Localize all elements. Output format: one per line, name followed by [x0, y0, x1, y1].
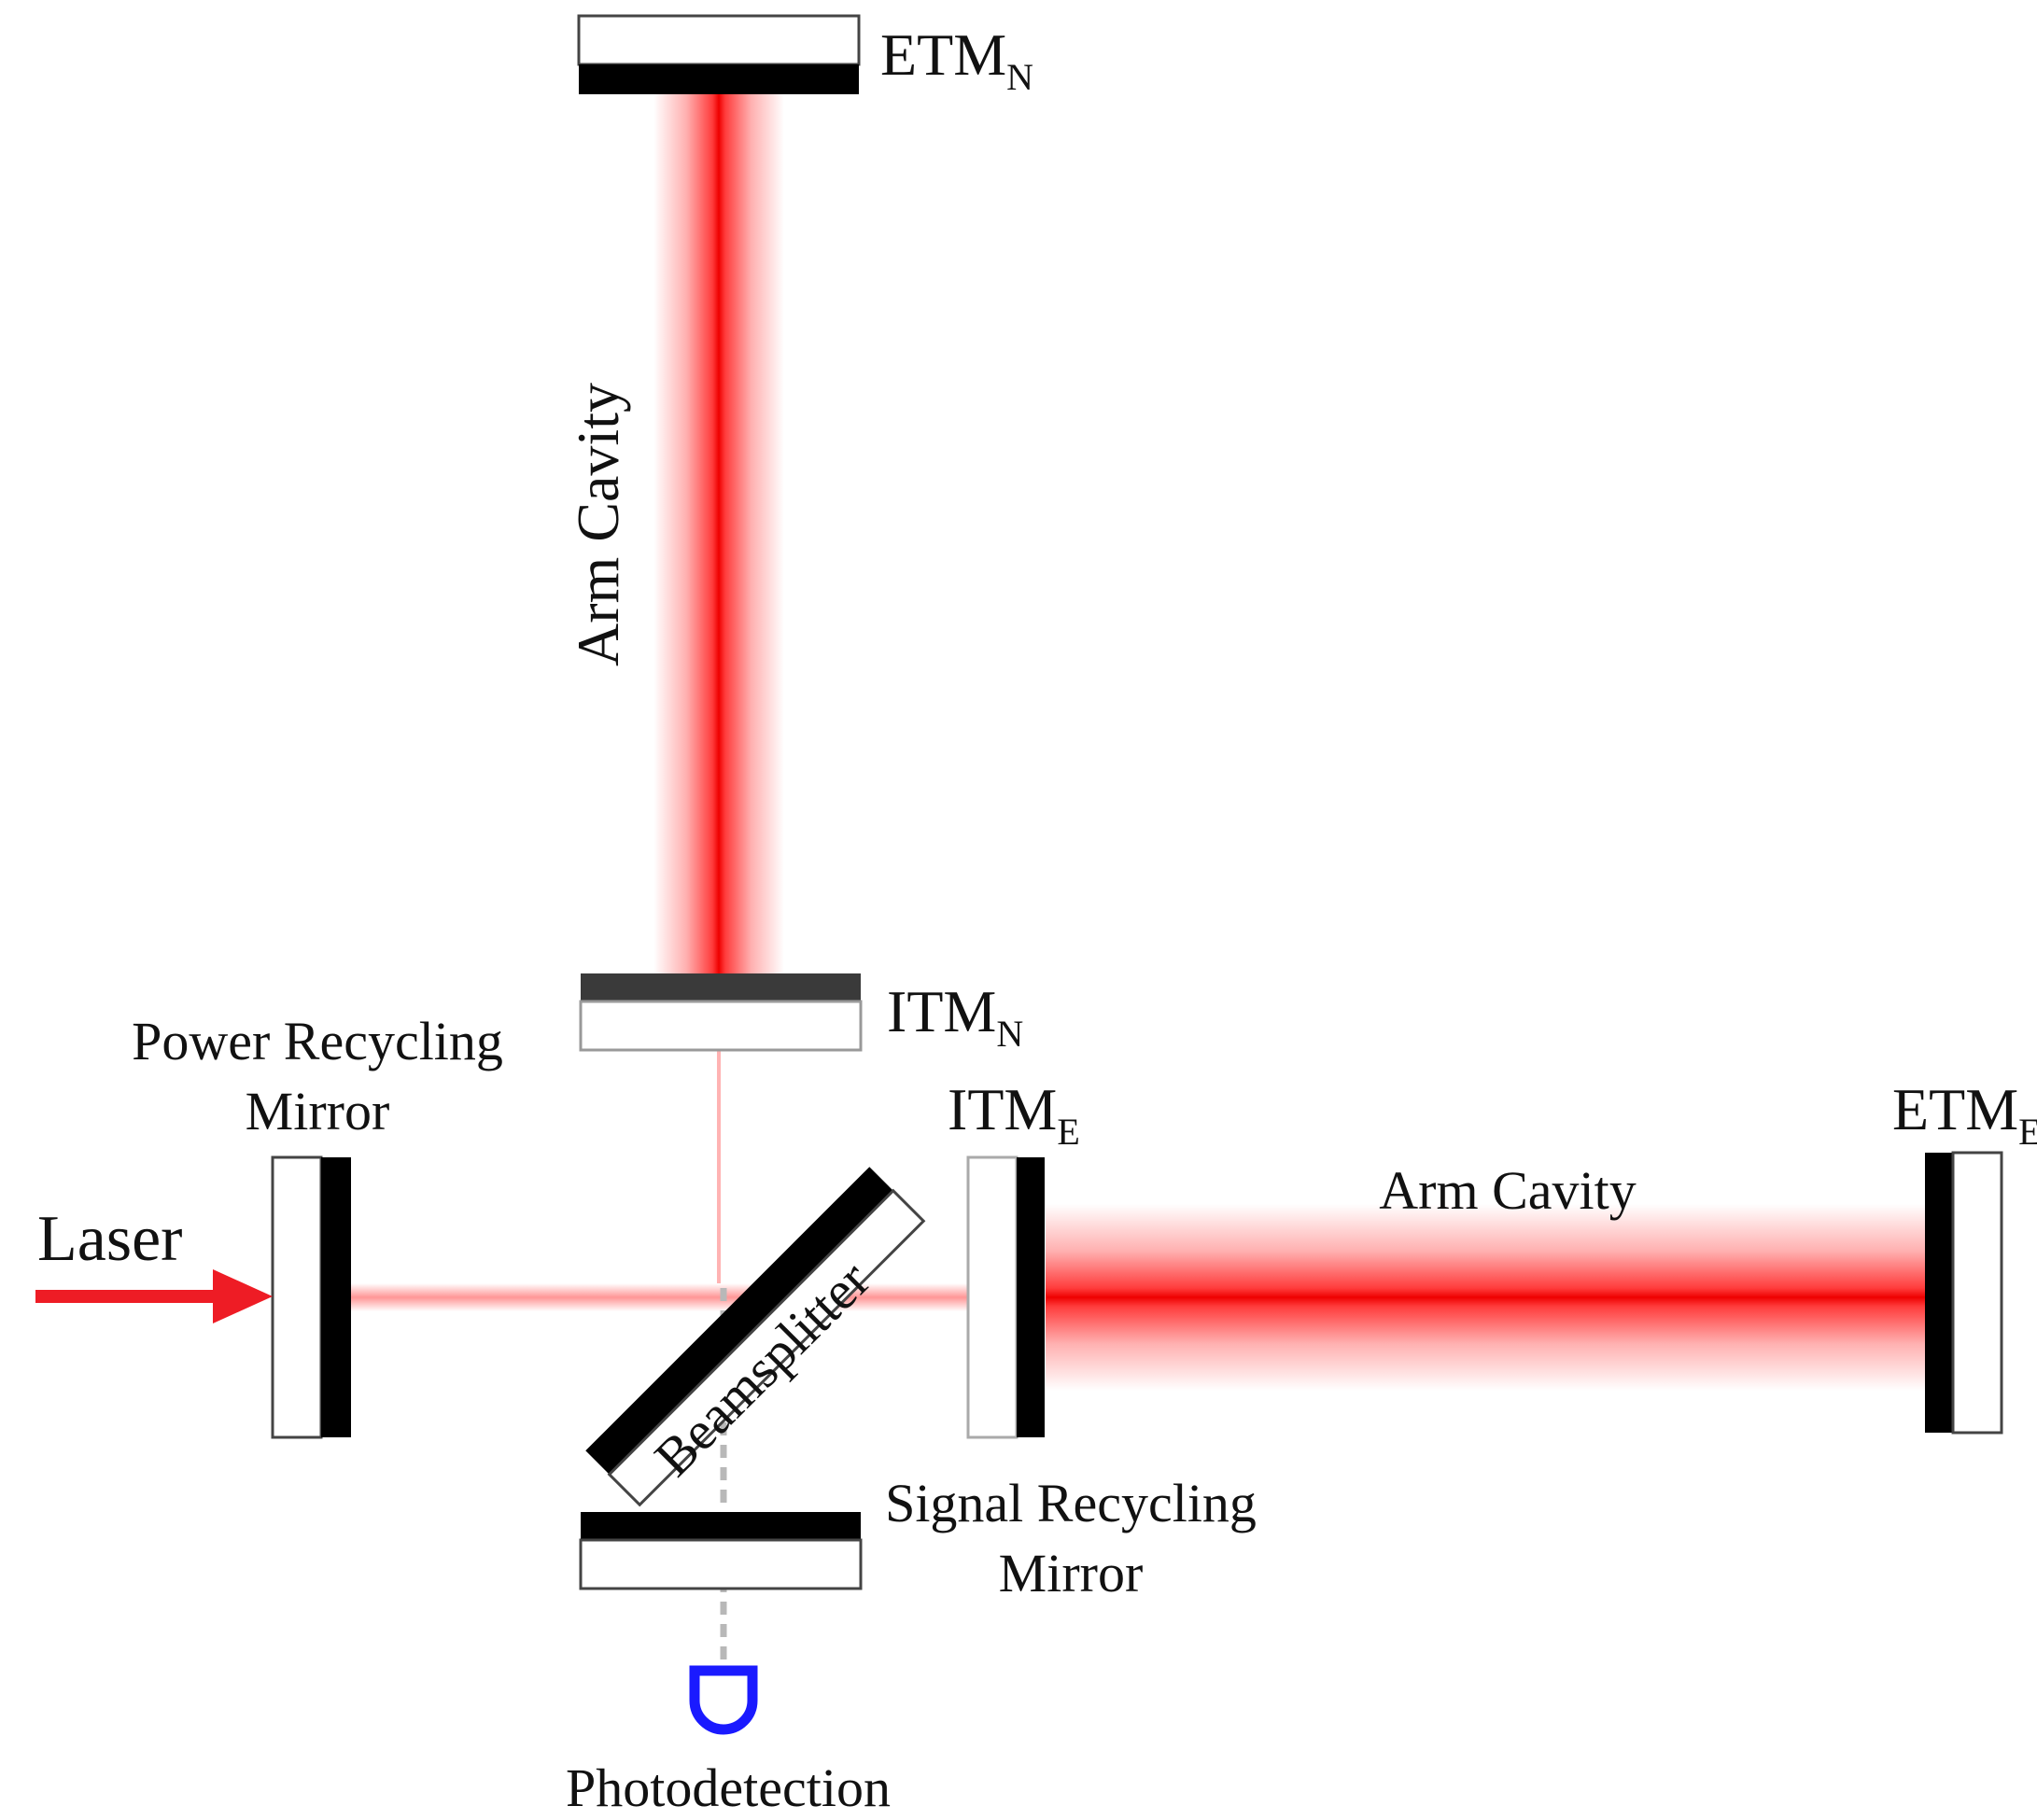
arm-cavity-east-label: Arm Cavity: [1379, 1160, 1636, 1221]
itm-east-mirror: [966, 1155, 1045, 1439]
signal-recycling-label-line1: Signal Recycling: [885, 1473, 1257, 1533]
beamsplitter: [585, 1167, 926, 1507]
recycling-beam: [350, 1283, 976, 1311]
itm-north-mirror: [579, 973, 863, 1052]
north-arm-beam: [653, 93, 784, 980]
laser-label: Laser: [37, 1203, 182, 1275]
etm-north-mirror: [577, 14, 861, 94]
etm-east-mirror: [1925, 1151, 2003, 1435]
power-recycling-mirror: [271, 1155, 351, 1439]
signal-recycling-mirror: [579, 1512, 863, 1590]
etm-north-label: ETMN: [880, 21, 1033, 98]
photodetection-label: Photodetection: [566, 1757, 891, 1818]
signal-recycling-label-line2: Mirror: [999, 1543, 1144, 1603]
photodetector-icon: [689, 1665, 758, 1735]
etm-east-label: ETME: [1892, 1076, 2037, 1153]
power-recycling-label-line1: Power Recycling: [132, 1011, 503, 1071]
power-recycling-label-line2: Mirror: [246, 1081, 390, 1141]
itm-north-label: ITMN: [887, 978, 1023, 1055]
east-arm-beam: [1046, 1204, 1932, 1391]
itm-east-label: ITME: [948, 1076, 1080, 1153]
laser-arrow: [35, 1269, 273, 1323]
arm-cavity-north-label: Arm Cavity: [565, 383, 631, 666]
